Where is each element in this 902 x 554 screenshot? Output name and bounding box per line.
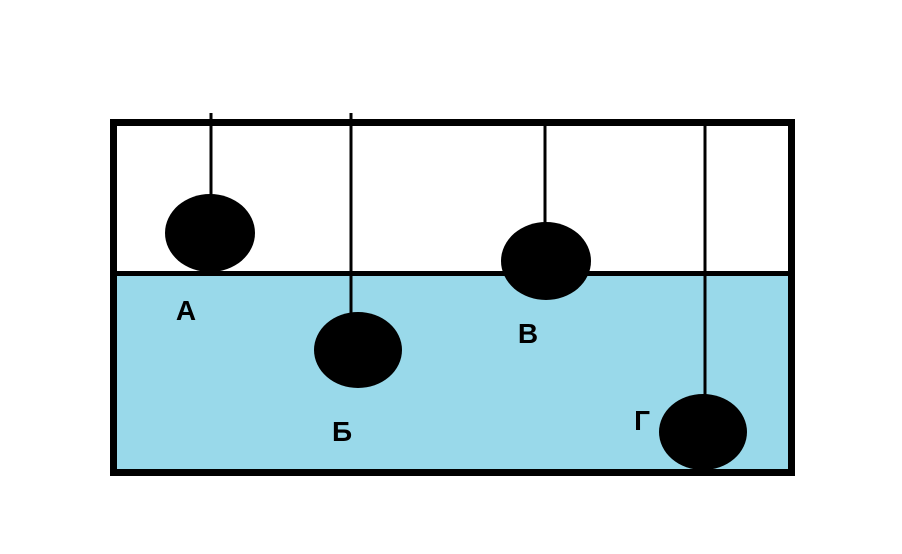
ball-a [165,194,255,272]
label-ball-a: А [176,295,196,326]
label-ball-v: В [518,318,538,349]
ball-v [501,222,591,300]
container-outline [110,119,795,476]
ball-b [314,312,402,388]
label-ball-b: Б [332,416,352,447]
ball-g [659,394,747,470]
label-ball-g: Г [634,405,650,436]
